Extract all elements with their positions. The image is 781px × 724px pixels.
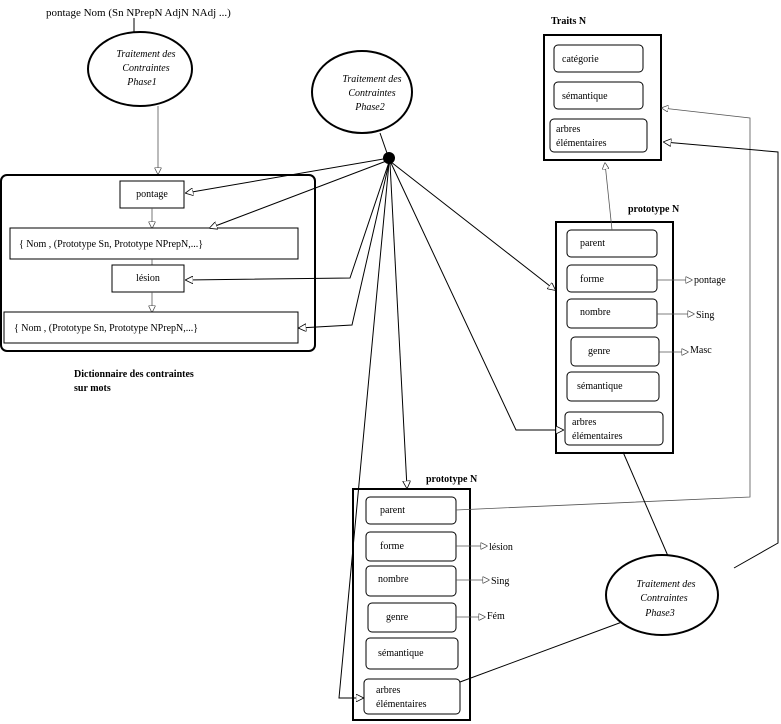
proto-right-genre-value: Masc (690, 345, 712, 356)
proto-right-semantique (566, 371, 660, 402)
proto-right-nombre-value: Sing (696, 310, 714, 321)
phase2-line3: Phase2 (354, 102, 384, 113)
proto-right-arbres (564, 411, 664, 446)
phase3-to-traits-arbres-arrow (664, 142, 779, 569)
hub-to-list1-arrow (210, 159, 390, 228)
dict-list-2 (3, 311, 299, 344)
hub-to-list2-arrow (299, 162, 390, 328)
phase2-line2: Contraintes (348, 88, 395, 99)
proto-right-to-phase3 (622, 451, 669, 557)
proto-bottom-forme-value: lésion (489, 542, 513, 553)
phase1-line3: Phase1 (126, 77, 156, 88)
phase1-ellipse: Traitement des Contraintes Phase1 (87, 31, 193, 107)
hub-to-proto-bottom-arrow (389, 162, 407, 488)
traits-item-arbres (549, 118, 648, 153)
proto-bottom-box: parent forme nombre genre sémantique arb… (352, 488, 471, 721)
proto-right-forme-value: pontage (694, 275, 726, 286)
proto-bottom-nombre-value: Sing (491, 576, 509, 587)
proto-right-box: parent forme nombre genre sémantique arb… (555, 221, 674, 454)
proto-right-forme (566, 264, 658, 293)
hub-to-pontage-arrow (186, 157, 390, 193)
phase1-line1: Traitement des (116, 49, 175, 60)
svg-text:parent: parent (380, 505, 405, 516)
proto-bottom-genre (367, 602, 457, 633)
proto-bottom-arbres (363, 678, 461, 715)
svg-text:forme: forme (380, 541, 404, 552)
proto-bottom-nombre (365, 565, 457, 597)
dictionary-caption-line1: Dictionnaire des contraintes (74, 369, 194, 380)
svg-text:{ Nom , (Prototype Sn, Prototy: { Nom , (Prototype Sn, Prototype NPrepN,… (14, 323, 198, 334)
svg-text:arbres: arbres (572, 417, 597, 428)
svg-text:parent: parent (580, 238, 605, 249)
traits-box: catégorie sémantique arbres élémentaires (543, 34, 662, 161)
svg-text:arbres: arbres (556, 124, 581, 135)
phase2-arrows (186, 157, 563, 698)
proto-bottom-parent (365, 496, 457, 525)
phase3-ellipse: Traitement des Contraintes Phase3 (605, 554, 719, 636)
proto-right-nombre (566, 298, 658, 329)
phase2-hub-dot (383, 152, 395, 164)
svg-text:catégorie: catégorie (562, 54, 599, 65)
svg-text:élémentaires: élémentaires (376, 699, 427, 710)
dictionary-box: pontage { Nom , (Prototype Sn, Prototype… (0, 174, 316, 352)
traits-item-semantique (553, 81, 644, 110)
traits-item-categorie (553, 44, 644, 73)
proto-bottom-parent-to-traits-arrow (455, 108, 751, 511)
svg-text:lésion: lésion (136, 273, 160, 284)
proto-bottom-to-phase3 (459, 621, 623, 683)
svg-text:genre: genre (588, 346, 611, 357)
proto-right-parent-to-traits-arrow (605, 163, 613, 231)
dict-word-pontage (119, 180, 185, 209)
svg-text:sémantique: sémantique (562, 91, 608, 102)
phase1-line2: Contraintes (122, 63, 169, 74)
svg-text:sémantique: sémantique (577, 381, 623, 392)
header-text: pontage Nom (Sn NPrepN AdjN NAdj ...) (46, 7, 231, 19)
svg-text:élémentaires: élémentaires (556, 138, 607, 149)
phase3-line1: Traitement des (636, 579, 695, 590)
svg-text:genre: genre (386, 612, 409, 623)
dict-word-lesion (111, 264, 185, 293)
svg-text:arbres: arbres (376, 685, 401, 696)
svg-text:nombre: nombre (580, 307, 611, 318)
phase2-line1: Traitement des (342, 74, 401, 85)
phase2-to-hub (379, 132, 389, 157)
phase2-ellipse: Traitement des Contraintes Phase2 (311, 50, 413, 134)
svg-text:nombre: nombre (378, 574, 409, 585)
hub-to-proto-right-arbres-arrow (390, 162, 563, 430)
proto-bottom-title: prototype N (426, 474, 478, 485)
svg-text:sémantique: sémantique (378, 648, 424, 659)
proto-right-genre (570, 336, 660, 367)
svg-text:{ Nom , (Prototype Sn, Prototy: { Nom , (Prototype Sn, Prototype NPrepN,… (19, 239, 203, 250)
traits-title: Traits N (551, 16, 587, 27)
hub-to-proto-bottom-arbres-arrow (338, 162, 390, 698)
proto-right-title: prototype N (628, 204, 680, 215)
proto-bottom-genre-value: Fém (487, 611, 505, 622)
proto-bottom-semantique (365, 637, 459, 670)
proto-bottom-forme (365, 531, 457, 562)
svg-text:élémentaires: élémentaires (572, 431, 623, 442)
svg-text:pontage: pontage (136, 189, 168, 200)
phase3-line3: Phase3 (644, 608, 674, 619)
phase3-line2: Contraintes (640, 593, 687, 604)
dict-list-1 (9, 227, 299, 260)
dictionary-caption-line2: sur mots (74, 383, 111, 394)
hub-to-proto-right-arrow (390, 161, 555, 290)
hub-to-lesion-arrow (186, 161, 390, 280)
svg-text:forme: forme (580, 274, 604, 285)
